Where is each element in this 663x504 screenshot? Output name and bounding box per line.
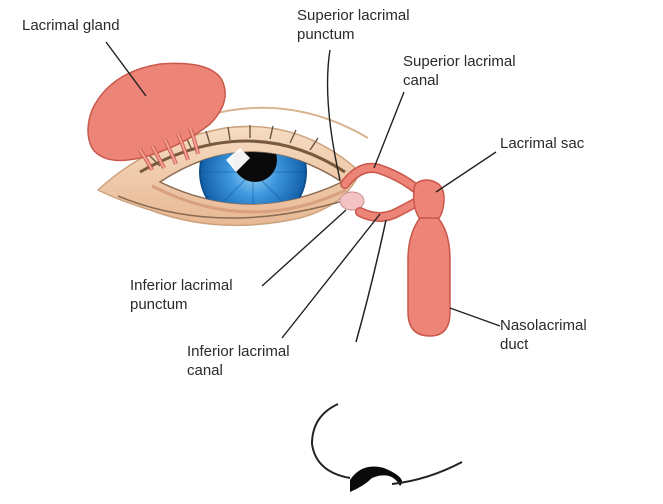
lacrimal-gland (87, 62, 226, 162)
nostril (350, 466, 402, 492)
upper-lashes (149, 125, 319, 167)
eye-highlight-icon (226, 148, 250, 172)
label-lacrimal-gland: Lacrimal gland (22, 17, 120, 34)
label-superior-lacrimal-punctum-line1: Superior lacrimal (297, 7, 410, 24)
gland-duct-fill (139, 127, 199, 171)
label-nasolacrimal-duct-line2: duct (500, 336, 529, 353)
label-inferior-lacrimal-canal-line1: Inferior lacrimal (187, 343, 290, 360)
pupil (233, 152, 277, 182)
inferior-lacrimal-canal-fill (356, 196, 424, 221)
label-superior-lacrimal-canal-line1: Superior lacrimal (403, 53, 516, 70)
lacrimal-sac (412, 179, 445, 223)
nose-side-contour (355, 219, 387, 343)
label-inferior-lacrimal-canal-line2: canal (187, 362, 223, 379)
lower-lid-line (117, 195, 347, 219)
label-superior-lacrimal-canal-line2: canal (403, 72, 439, 89)
label-superior-lacrimal-punctum-line2: punctum (297, 26, 355, 43)
upper-lid-crease (139, 139, 346, 174)
leader-lines (105, 41, 501, 339)
nose-outline (310, 403, 351, 479)
nose-wing (391, 461, 463, 485)
lacrimal-caruncle (339, 191, 365, 211)
superior-lacrimal-canal-fill (341, 164, 424, 196)
nasolacrimal-duct (407, 217, 451, 337)
label-lacrimal-sac: Lacrimal sac (500, 135, 585, 152)
label-nasolacrimal-duct-line1: Nasolacrimal (500, 317, 587, 334)
label-inferior-lacrimal-punctum-line2: punctum (130, 296, 188, 313)
lower-lid-rim (151, 184, 347, 214)
label-inferior-lacrimal-punctum-line1: Inferior lacrimal (130, 277, 233, 294)
brow-fold-line (204, 106, 369, 139)
